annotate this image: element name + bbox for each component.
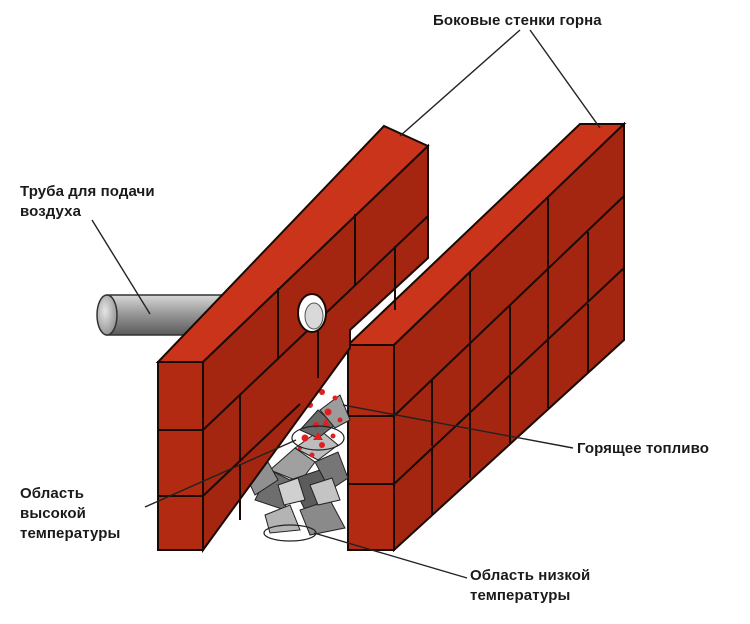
leader-lines <box>91 29 601 579</box>
high-temp-zone-marker <box>291 425 345 451</box>
right-side-wall <box>345 121 627 553</box>
label-side-walls: Боковые стенки горна <box>433 12 602 29</box>
fuel-pile <box>247 394 351 536</box>
label-burning-fuel: Горящее топливо <box>577 440 709 457</box>
label-high-temp-zone: Область высокой температуры <box>20 485 121 542</box>
left-side-wall <box>155 124 430 554</box>
label-low-temp-zone: Область низкой температуры <box>470 567 591 604</box>
label-air-pipe: Труба для подачи воздуха <box>20 183 155 220</box>
